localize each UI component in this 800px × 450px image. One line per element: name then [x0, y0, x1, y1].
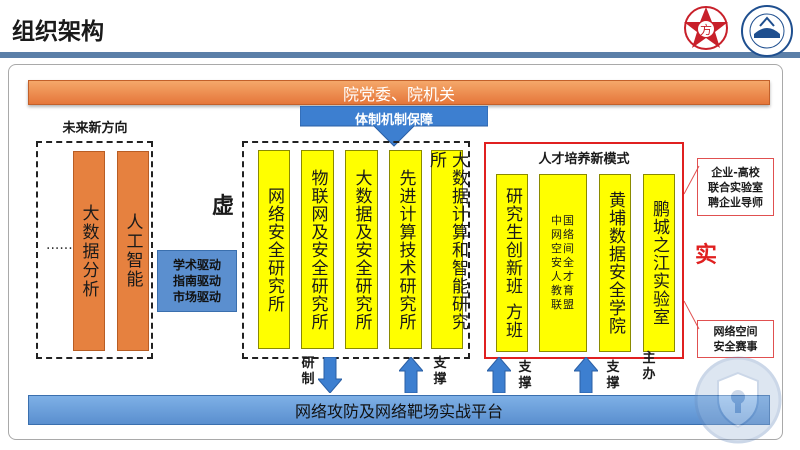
alliance-line: 教育: [551, 284, 575, 297]
alliance-line: 网络: [551, 228, 575, 241]
alliance-line: 安全: [551, 256, 575, 269]
enterprise-line: 企业-高校: [711, 165, 760, 179]
graduate-innovation-class: 研究生创新班 方班: [496, 174, 528, 352]
security-shield-watermark-icon: [694, 356, 782, 444]
graduate-class-label: 研究生创新班: [502, 187, 522, 295]
competition-line: 网络空间: [713, 325, 758, 338]
future-directions-title: 未来新方向: [62, 121, 128, 136]
competition-connector: [684, 300, 700, 330]
alliance-line: 中国: [551, 214, 575, 227]
cyber-competition-box: 网络空间 安全赛事: [697, 320, 774, 358]
talent-model-box: [484, 142, 684, 359]
page-title: 组织架构: [12, 19, 104, 45]
china-cyber-talent-alliance: 中国 网络 空间 安全 人才 教育 联盟: [539, 174, 587, 352]
institutes-box: [242, 141, 470, 359]
up-arrow-icon: [399, 357, 423, 393]
talent-model-title: 人才培养新模式: [538, 152, 630, 167]
ellipsis-text: ......: [46, 237, 73, 253]
institution-arrow: [300, 106, 488, 147]
real-label: 实: [695, 243, 718, 268]
future-directions-box: [36, 141, 153, 359]
alliance-line: 人才: [551, 270, 575, 283]
driver-line: 市场驱动: [172, 290, 221, 304]
attack-defense-platform-bar: 网络攻防及网络靶场实战平台: [28, 395, 770, 425]
institute-advanced-computing: 先进计算技术研究所: [389, 150, 422, 349]
enterprise-line: 联合实验室: [708, 180, 763, 194]
institute-bigdata-intelligence: 大数据计算和智能研究所: [426, 150, 468, 349]
red-star-logo-icon: 方: [684, 6, 728, 50]
institute-iot-security: 物联网及安全研究所: [301, 150, 334, 349]
virtual-label: 虚: [212, 194, 235, 219]
up-arrow-icon: [574, 357, 598, 393]
alliance-line: 联盟: [551, 298, 575, 311]
ai-pill: 人工智能: [117, 151, 149, 351]
zhijiang-label: 之江实验室: [649, 236, 669, 326]
down-arrow-icon: [318, 357, 342, 393]
drivers-box: 学术驱动 指南驱动 市场驱动: [157, 250, 237, 312]
institute-bigdata-security: 大数据及安全研究所: [345, 150, 378, 349]
support-label: 支撑: [518, 360, 532, 391]
enterprise-line: 聘企业导师: [708, 195, 763, 209]
pengcheng-label: 鹏城: [649, 200, 669, 236]
alliance-line: 空间: [551, 242, 575, 255]
competition-line: 安全赛事: [713, 340, 758, 353]
bigdata-analysis-pill: 大数据分析: [73, 151, 105, 351]
support-label: 支撑: [606, 360, 620, 391]
institution-arrow-label: 体制机制保障: [354, 113, 433, 128]
support-label: 支撑: [433, 356, 447, 387]
enterprise-connector: [684, 165, 700, 195]
svg-text:方: 方: [700, 22, 712, 37]
research-label: 研制: [301, 356, 315, 387]
institute-network-security: 网络安全研究所: [258, 150, 290, 349]
host-label: 主办: [642, 351, 656, 382]
pengcheng-zhijiang-lab: 鹏城 之江实验室: [643, 174, 675, 352]
school-emblem-icon: [741, 5, 793, 57]
driver-line: 指南驱动: [172, 274, 221, 288]
driver-line: 学术驱动: [172, 258, 221, 272]
huangpu-data-security-academy: 黄埔数据安全学院: [599, 174, 631, 352]
title-underline: [0, 52, 800, 58]
party-committee-bar: 院党委、院机关: [28, 80, 770, 105]
enterprise-lab-box: 企业-高校 联合实验室 聘企业导师: [697, 158, 774, 216]
fang-class-label: 方班: [502, 303, 522, 339]
content-frame: [8, 64, 783, 440]
up-arrow-icon: [487, 357, 511, 393]
